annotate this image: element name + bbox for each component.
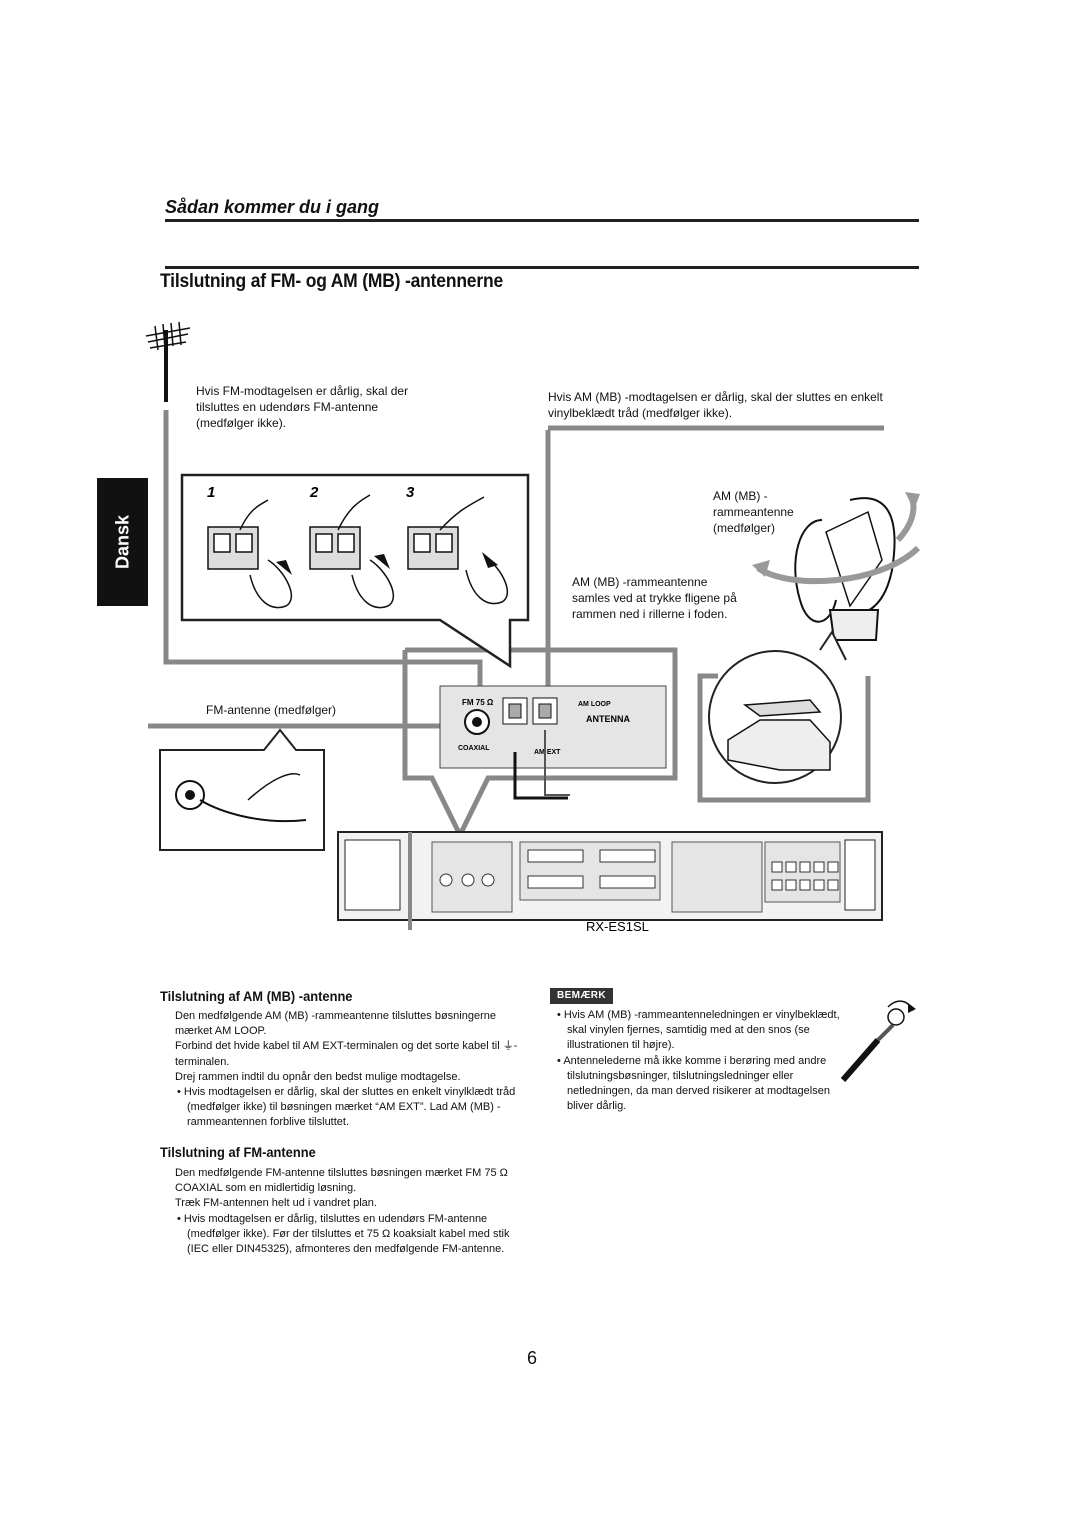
fm-terminal-label: FM 75 Ω — [462, 698, 494, 707]
am-loop-antenna-icon — [752, 492, 921, 641]
model-label: RX-ES1SL — [586, 919, 649, 934]
note-badge: BEMÆRK — [550, 988, 613, 1004]
antenna-label: ANTENNA — [586, 714, 630, 724]
heading-rule — [165, 266, 919, 269]
rear-panel-icon — [337, 831, 883, 930]
fm-section-heading: Tilslutning af FM-antenne — [160, 1144, 316, 1160]
fm-antenna-caption: FM-antenne (medfølger) — [206, 703, 337, 717]
am-section-heading: Tilslutning af AM (MB) -antenne — [160, 988, 353, 1004]
coaxial-label: COAXIAL — [458, 745, 490, 752]
fm-paragraph-1: Den medfølgende FM-antenne tilsluttes bø… — [175, 1167, 508, 1195]
loop-base-detail-icon — [708, 630, 847, 784]
note-bullet-2-text: Antennelederne må ikke komme i berøring … — [563, 1054, 830, 1113]
steps-callout: 1 2 3 — [180, 473, 530, 669]
am-paragraph-1: Den medfølgende AM (MB) -rammeantenne ti… — [175, 1010, 496, 1038]
fm-bullet-text: Hvis modtagelsen er dårlig, tilsluttes e… — [183, 1212, 510, 1256]
step-2-label: 2 — [309, 484, 319, 501]
antenna-terminal-panel: FM 75 Ω COAXIAL AM LOOP ANTENNA AM EXT — [439, 685, 667, 800]
page-number: 6 — [527, 1348, 538, 1368]
note-bullet-1-text: Hvis AM (MB) -rammeantenneledningen er v… — [563, 1009, 840, 1052]
step-3-label: 3 — [406, 484, 415, 501]
fm-section-body: Den medfølgende FM-antenne tilsluttes bø… — [175, 1166, 530, 1257]
loop-assembly-note: AM (MB) -rammeantenne samles ved at tryk… — [572, 575, 737, 621]
step-1-label: 1 — [207, 484, 215, 501]
fm-paragraph-2: Træk FM-antennen helt ud i vandret plan. — [175, 1197, 377, 1210]
note-bullet-2: • Antennelederne må ikke komme i berørin… — [557, 1054, 830, 1113]
am-paragraph-3: Drej rammen indtil du opnår den bedst mu… — [175, 1070, 461, 1083]
note-body: • Hvis AM (MB) -rammeantenneledningen er… — [555, 1008, 847, 1114]
antenna-connection-diagram: 1 2 3 — [145, 321, 921, 934]
am-paragraph-2: Forbind det hvide kabel til AM EXT-termi… — [175, 1040, 518, 1068]
section-title: Sådan kommer du i gang — [165, 197, 380, 217]
fm-outdoor-caption: Hvis FM-modtagelsen er dårlig, skal der … — [196, 384, 409, 430]
am-wire-caption: Hvis AM (MB) -modtagelsen er dårlig, ska… — [548, 390, 883, 420]
am-ext-label: AM EXT — [534, 749, 561, 756]
am-bullet: • Hvis modtagelsen er dårlig, skal der s… — [177, 1086, 516, 1129]
connection-lines — [148, 410, 884, 841]
wire-twist-icon — [840, 1000, 916, 1082]
header-rule — [165, 219, 919, 222]
am-bullet-text: Hvis modtagelsen er dårlig, skal der slu… — [183, 1086, 516, 1129]
language-tab: Dansk — [97, 478, 148, 606]
fm-wire-antenna-icon — [159, 728, 325, 851]
am-loop-caption: AM (MB) -rammeantenne (medfølger) — [713, 489, 794, 535]
fm-bullet: • Hvis modtagelsen er dårlig, tilsluttes… — [177, 1212, 510, 1256]
main-heading: Tilslutning af FM- og AM (MB) -antennern… — [160, 271, 504, 292]
am-section-body: Den medfølgende AM (MB) -rammeantenne ti… — [175, 1009, 530, 1131]
outdoor-antenna-icon — [145, 321, 191, 402]
am-loop-label: AM LOOP — [578, 701, 611, 708]
note-bullet-1: • Hvis AM (MB) -rammeantenneledningen er… — [557, 1009, 840, 1052]
